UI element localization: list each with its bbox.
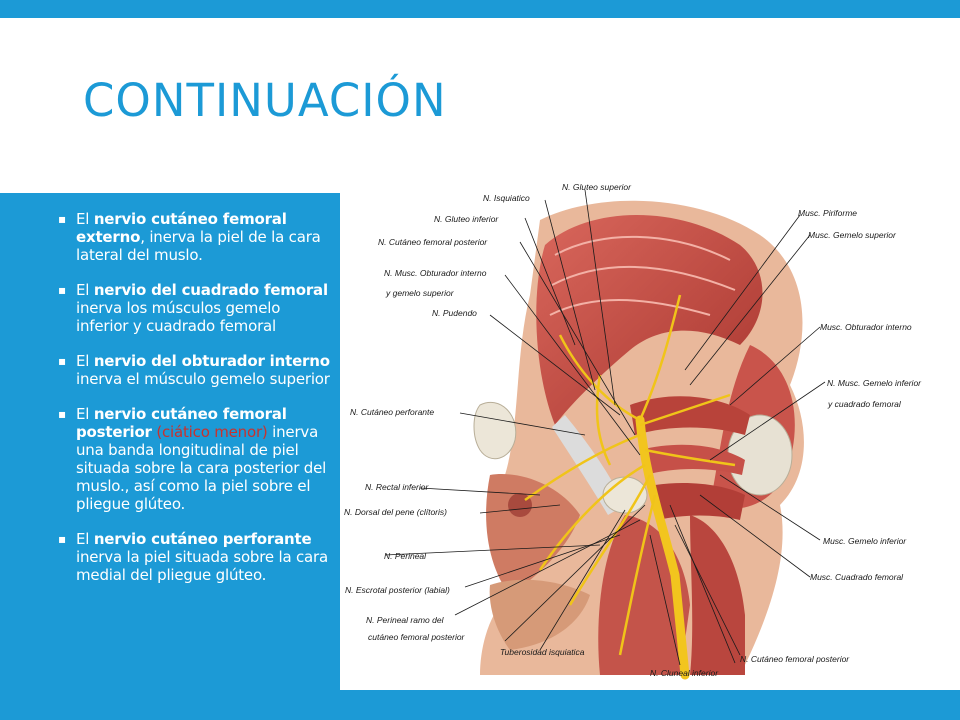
bullet-marker: ▪ (58, 407, 66, 421)
bullet-item: ▪ El nervio cutáneo perforante inerva la … (0, 530, 335, 584)
label-n-isquiatico: N. Isquiatico (483, 193, 530, 203)
muscle-fibers (554, 235, 731, 261)
label-n-musc-obturador-interno: N. Musc. Obturador interno (384, 268, 487, 278)
quadratus-femoris (655, 483, 745, 520)
label-y-cuadrado-femoral: y cuadrado femoral (828, 399, 901, 409)
gluteus-maximus (536, 215, 763, 425)
label-n-cutaneo-perforante: N. Cutáneo perforante (350, 407, 435, 417)
label-musc-gemelo-superior: Musc. Gemelo superior (808, 230, 896, 240)
label-musc-cuadrado-femoral: Musc. Cuadrado femoral (810, 572, 904, 582)
sciatic-nerve (635, 415, 690, 680)
slide-title: CONTINUACIÓN (83, 74, 447, 127)
top-accent-bar (0, 0, 960, 18)
bullet-text: El (76, 352, 94, 370)
label-n-cutaneo-femoral-posterior-bottom: N. Cutáneo femoral posterior (740, 654, 850, 664)
bullet-term: nervio cutáneo femoral externo (76, 210, 287, 246)
bullet-text: inerva una banda longitudinal de piel si… (76, 423, 327, 513)
bullet-text: El (76, 405, 94, 423)
bullet-term: nervio cutáneo perforante (93, 530, 312, 548)
bullet-term: nervio del cuadrado femoral (93, 281, 328, 299)
bullet-text: (ciático menor) (156, 423, 268, 441)
label-musc-obturador-interno: Musc. Obturador interno (820, 322, 912, 332)
bullet-marker: ▪ (58, 354, 66, 368)
label-n-cluneal-inferior: N. Cluneal inferior (650, 668, 719, 678)
bullet-text: El (76, 210, 94, 228)
label-n-pudendo: N. Pudendo (432, 308, 477, 318)
label-n-gluteo-inferior: N. Gluteo inferior (434, 214, 499, 224)
leader-lines (384, 189, 826, 666)
label-tuberosidad-isquiatica: Tuberosidad isquiatica (500, 647, 585, 657)
bullet-item: ▪ El nervio del obturador interno inerva … (0, 352, 335, 388)
adductor (690, 515, 745, 675)
bullet-text: El (76, 281, 94, 299)
label-musc-gemelo-inferior: Musc. Gemelo inferior (823, 536, 907, 546)
bullet-text: El (76, 530, 94, 548)
anatomy-drawing (384, 189, 826, 680)
bullet-item: ▪ El nervio cutáneo femoral externo, iner… (0, 210, 335, 264)
gemellus-obturator (640, 444, 745, 475)
bullet-text: inerva el músculo gemelo superior (76, 370, 330, 388)
label-n-cutaneo-femoral-posterior-top: N. Cutáneo femoral posterior (378, 237, 488, 247)
bullet-marker: ▪ (58, 532, 66, 546)
piriformis (630, 396, 750, 435)
bottom-accent-bar (0, 690, 960, 720)
muscle-fibers (549, 299, 711, 316)
label-y-gemelo-superior: y gemelo superior (386, 288, 454, 298)
bullet-text: inerva la piel situada sobre la cara med… (76, 548, 329, 584)
bullet-item: ▪ El nervio cutáneo femoral posterior (ci… (0, 405, 335, 513)
bullet-text: inerva los músculos gemelo inferior y cu… (76, 299, 281, 335)
bullet-marker: ▪ (58, 283, 66, 297)
scrotal-area (489, 579, 590, 650)
text-panel (0, 193, 340, 690)
sacrum (473, 402, 517, 460)
bullet-marker: ▪ (58, 212, 66, 226)
label-n-perineal-ramo-del: N. Perineal ramo del (366, 615, 444, 625)
label-n-escrotal-posterior: N. Escrotal posterior (labial) (345, 585, 450, 595)
muscle-fibers (551, 265, 736, 291)
anatomy-illustration: N. Gluteo superior N. Isquiatico N. Glut… (340, 175, 921, 690)
nerve-branches (524, 294, 736, 656)
label-cutaneo-femoral-posterior-sub: cutáneo femoral posterior (368, 632, 465, 642)
label-n-perineal: N. Perineal (384, 551, 427, 561)
label-n-rectal-inferior: N. Rectal inferior (365, 482, 429, 492)
bullet-term: nervio del obturador interno (93, 352, 330, 370)
bullet-term: nervio cutáneo femoral posterior (76, 405, 287, 441)
label-n-musc-gemelo-inferior: N. Musc. Gemelo inferior (827, 378, 921, 388)
bullet-text: , inerva la piel de la cara lateral del … (76, 228, 321, 264)
label-n-dorsal-del-pene: N. Dorsal del pene (clítoris) (344, 507, 447, 517)
label-n-gluteo-superior: N. Gluteo superior (562, 182, 631, 192)
label-musc-piriforme: Musc. Piriforme (798, 208, 858, 218)
bullet-item: ▪ El nervio del cuadrado femoral inerva l… (0, 281, 335, 335)
bullet-list: ▪ El nervio cutáneo femoral externo, iner… (0, 210, 335, 601)
